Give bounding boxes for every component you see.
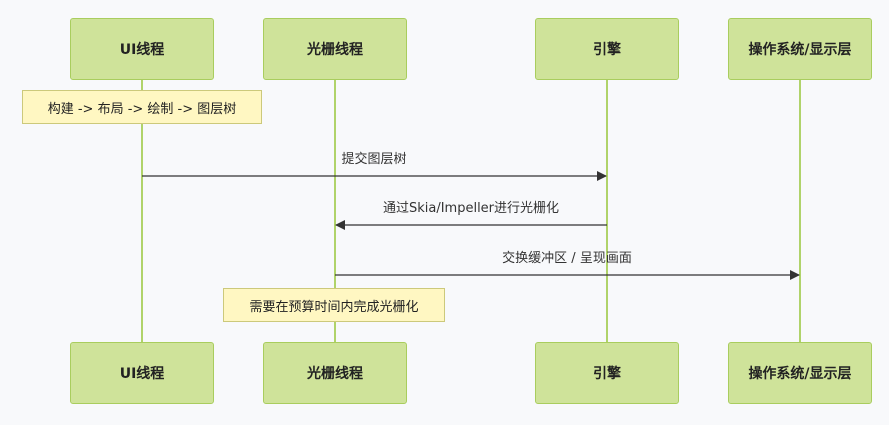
participant-engine-top: 引擎 — [535, 18, 679, 80]
participant-ui-thread-bottom: UI线程 — [70, 342, 214, 404]
participant-ui-thread-top: UI线程 — [70, 18, 214, 80]
participant-os-display-top: 操作系统/显示层 — [728, 18, 872, 80]
participant-engine-bottom: 引擎 — [535, 342, 679, 404]
participant-os-display-bottom: 操作系统/显示层 — [728, 342, 872, 404]
message-label-swap-buffers: 交换缓冲区 / 呈现画面 — [502, 251, 632, 266]
note-raster-deadline: 需要在预算时间内完成光栅化 — [223, 288, 445, 322]
participant-raster-thread-bottom: 光栅线程 — [263, 342, 407, 404]
participant-raster-thread-top: 光栅线程 — [263, 18, 407, 80]
message-label-rasterize: 通过Skia/Impeller进行光栅化 — [382, 201, 560, 216]
message-label-submit-layer-tree: 提交图层树 — [341, 152, 407, 167]
note-build-pipeline: 构建 -> 布局 -> 绘制 -> 图层树 — [22, 90, 262, 124]
